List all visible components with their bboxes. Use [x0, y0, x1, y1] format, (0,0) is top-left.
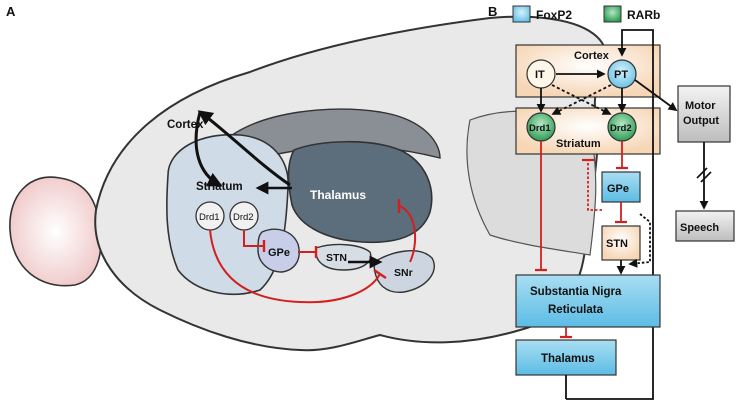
- gpe-label-a: GPe: [268, 247, 290, 259]
- drd2-to-gpe-path: [243, 230, 264, 247]
- speech-label: Speech: [680, 222, 719, 234]
- legend-foxp2-label: FoxP2: [536, 8, 572, 22]
- motor-speech-break-2: [700, 171, 712, 183]
- thalamus-to-pt-loop-arrow: [616, 29, 654, 400]
- stn-label-b: STN: [606, 238, 628, 250]
- thalamus-box: [515, 339, 617, 376]
- it-label: IT: [535, 69, 545, 81]
- thalamus-label-a: Thalamus: [310, 188, 366, 202]
- drd2-label-a: Drd2: [233, 212, 254, 223]
- stn-box: [601, 225, 641, 261]
- cortex-to-striatum-arrow: [194, 111, 223, 187]
- drd1-label-b: Drd1: [529, 123, 551, 134]
- stn-feedback-dotted-arrow: [628, 213, 651, 268]
- snr-label-a: SNr: [394, 267, 413, 279]
- olfactory-bulb-shape: [9, 176, 102, 287]
- striatum-label-a: Striatum: [196, 181, 243, 193]
- motor-label-line1: Motor: [685, 100, 716, 112]
- cortex-label-b: Cortex: [574, 50, 610, 62]
- panel-a-label: A: [6, 4, 16, 19]
- cortex-label-a: Cortex: [167, 119, 204, 131]
- drd1-label-a: Drd1: [199, 212, 220, 223]
- striatum-label-b: Striatum: [556, 138, 601, 150]
- snr-region: [373, 250, 435, 293]
- snr-box: [515, 274, 661, 328]
- drd1-to-snr-bar: [373, 269, 387, 279]
- drd1-to-snr-path: [209, 229, 381, 304]
- legend-rarb-label: RARb: [627, 8, 660, 22]
- snr-label-line2: Reticulata: [548, 304, 604, 316]
- gpe-label-b: GPe: [607, 183, 629, 195]
- brain-diagram: Cortex Striatum Thalamus Drd1 Drd2 GPe S…: [9, 15, 609, 352]
- stn-label-a: STN: [326, 252, 347, 264]
- motor-label-line2: Output: [683, 115, 719, 127]
- gpe-to-striatum-dotted: [587, 160, 602, 211]
- legend-foxp2-swatch: [512, 5, 531, 23]
- striatum-to-cortex-arrow: [197, 110, 291, 187]
- drd2-label-b: Drd2: [610, 123, 632, 134]
- speech-box: [675, 210, 735, 242]
- striatum-region: [166, 133, 289, 296]
- pt-label: PT: [614, 69, 628, 81]
- stn-region: [315, 243, 372, 271]
- pt-to-motor-arrow: [634, 79, 678, 112]
- legend: FoxP2 RARb: [512, 5, 660, 23]
- gpe-region: [257, 228, 300, 273]
- snr-to-thalamus-path: [399, 205, 417, 263]
- motor-output-box: [677, 85, 731, 143]
- circuit-diagram: Cortex IT PT Striatum Drd1 Drd2 Motor Ou…: [515, 29, 735, 400]
- snr-label-line1: Substantia Nigra: [530, 286, 622, 298]
- thalamus-label-b: Thalamus: [541, 353, 595, 365]
- panel-b-label: B: [488, 4, 497, 19]
- legend-rarb-swatch: [603, 5, 622, 23]
- motor-speech-break-1: [696, 167, 708, 179]
- hippocampus-shape: [227, 108, 441, 172]
